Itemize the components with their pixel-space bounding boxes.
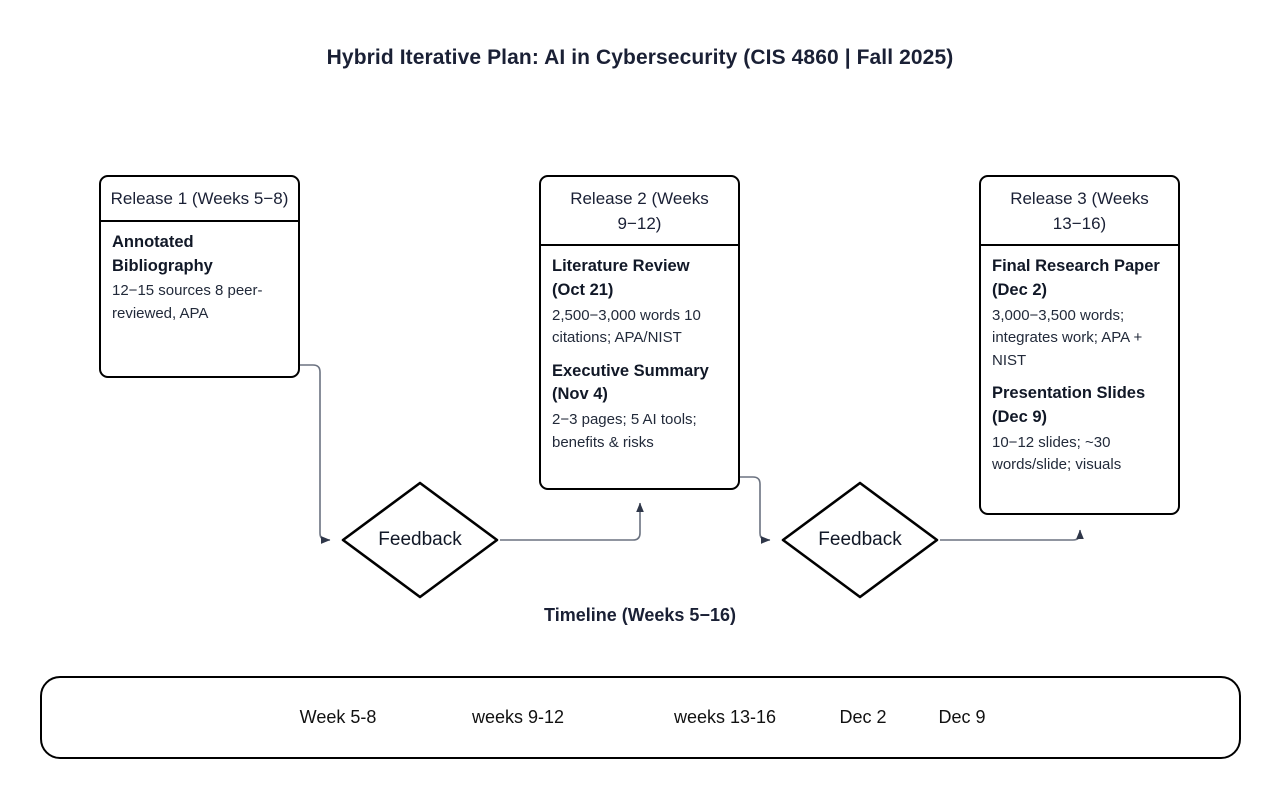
release-2-item-1-desc: 2,500−3,000 words 10 citations; APA/NIST: [552, 307, 701, 347]
timeline-title: Timeline (Weeks 5−16): [544, 605, 736, 625]
connector-release1-to-feedback1: [300, 364, 331, 544]
release-1-header: Release 1 (Weeks 5−8): [101, 177, 298, 222]
release-3-header: Release 3 (Weeks 13−16): [981, 177, 1178, 247]
release-box-3[interactable]: Release 3 (Weeks 13−16) Final Research P…: [979, 175, 1180, 515]
connector-release2-to-feedback2: [740, 476, 771, 544]
feedback-node-1[interactable]: Feedback: [340, 480, 500, 600]
release-1-body: Annotated Bibliography 12−15 sources 8 p…: [101, 222, 298, 335]
timeline-tick-4[interactable]: Dec 2: [839, 707, 887, 727]
release-2-item-2-desc: 2−3 pages; 5 AI tools; benefits & risks: [552, 411, 697, 451]
feedback-node-2[interactable]: Feedback: [780, 480, 940, 600]
timeline-container: [40, 676, 1241, 759]
connector-feedback1-to-release2: [500, 502, 644, 541]
timeline-ticks: Week 5-8 weeks 9-12 weeks 13-16 Dec 2 De…: [40, 676, 1241, 759]
connector-feedback2-to-release3: [940, 529, 1084, 541]
release-3-item-2-title: Presentation Slides (Dec 9): [992, 383, 1146, 426]
timeline-tick-1[interactable]: Week 5-8: [299, 707, 377, 727]
release-3-body: Final Research Paper (Dec 2) 3,000−3,500…: [981, 246, 1178, 486]
diamond-shape: [341, 481, 499, 599]
release-3-item-1-desc: 3,000−3,500 words; integrates work; APA …: [992, 307, 1143, 369]
release-box-1[interactable]: Release 1 (Weeks 5−8) Annotated Bibliogr…: [99, 175, 300, 378]
timeline-tick-5[interactable]: Dec 9: [938, 707, 986, 727]
release-2-item-1-title: Literature Review (Oct 21): [552, 257, 690, 300]
release-2-body: Literature Review (Oct 21) 2,500−3,000 w…: [541, 246, 738, 463]
timeline-tick-2[interactable]: weeks 9-12: [471, 707, 565, 727]
release-box-2[interactable]: Release 2 (Weeks 9−12) Literature Review…: [539, 175, 740, 490]
page-title: Hybrid Iterative Plan: AI in Cybersecuri…: [326, 46, 954, 69]
feedback-1-label: Feedback: [378, 529, 462, 550]
release-3-item-1-title: Final Research Paper (Dec 2): [992, 257, 1160, 300]
release-3-item-2-desc: 10−12 slides; ~30 words/slide; visuals: [992, 433, 1122, 473]
diamond-shape: [781, 481, 939, 599]
release-1-item-1-desc: 12−15 sources 8 peer-reviewed, APA: [112, 282, 263, 322]
feedback-2-label: Feedback: [818, 529, 902, 550]
release-2-item-2-title: Executive Summary (Nov 4): [552, 361, 709, 404]
timeline-tick-3[interactable]: weeks 13-16: [673, 707, 777, 727]
release-1-item-1-title: Annotated Bibliography: [112, 232, 213, 275]
release-2-header: Release 2 (Weeks 9−12): [541, 177, 738, 247]
